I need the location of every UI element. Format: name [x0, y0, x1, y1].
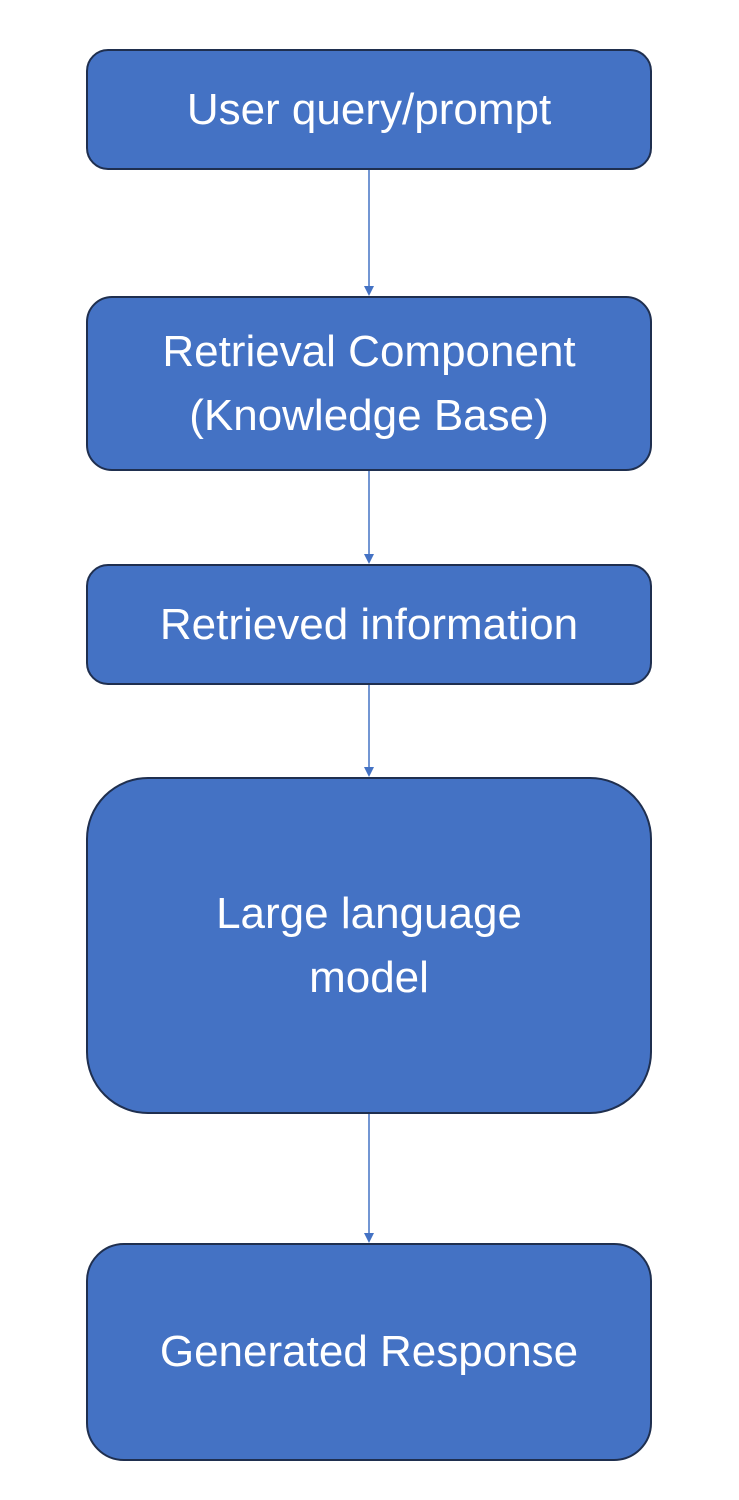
node-retrieved-information: Retrieved information	[86, 564, 652, 685]
node-large-language-model-label: Large language model	[216, 888, 522, 1002]
node-retrieval-component: Retrieval Component (Knowledge Base)	[86, 296, 652, 471]
node-retrieval-component-label: Retrieval Component (Knowledge Base)	[162, 326, 576, 440]
node-retrieved-information-label: Retrieved information	[159, 599, 579, 649]
node-generated-response: Generated Response	[86, 1243, 652, 1461]
node-large-language-model: Large language model	[86, 777, 652, 1114]
node-generated-response-label: Generated Response	[159, 1327, 579, 1376]
node-user-query-label: User query/prompt	[186, 84, 552, 134]
node-user-query: User query/prompt	[86, 49, 652, 170]
